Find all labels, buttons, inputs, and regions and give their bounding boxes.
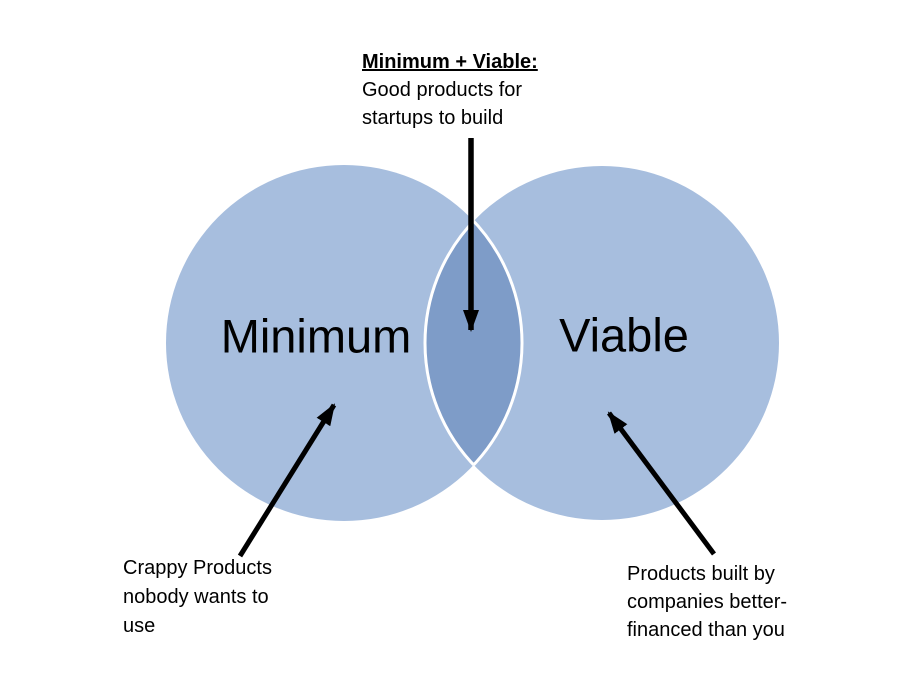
right-circle-label: Viable <box>559 308 689 362</box>
left-annotation-line: use <box>123 615 156 637</box>
top-annotation-line: Good products for <box>362 79 523 101</box>
left-annotation-line: nobody wants to <box>123 586 269 608</box>
left-circle-label: Minimum <box>220 309 412 363</box>
top-annotation: Minimum + Viable: Good products for star… <box>362 48 538 132</box>
left-annotation: Crappy Products nobody wants to use <box>123 554 272 641</box>
right-annotation-line: Products built by <box>627 563 775 585</box>
left-circle-overlap-edge <box>425 166 524 520</box>
top-annotation-line: startups to build <box>362 107 504 129</box>
right-annotation-line: companies better- <box>627 591 788 613</box>
right-annotation-line: financed than you <box>627 619 785 641</box>
right-annotation-arrow-icon <box>606 411 717 556</box>
left-annotation-line: Crappy Products <box>123 557 272 579</box>
left-circle <box>166 165 522 521</box>
right-annotation: Products built by companies better- fina… <box>627 560 787 644</box>
top-annotation-heading: Minimum + Viable: <box>362 51 538 73</box>
left-annotation-arrow-icon <box>237 403 337 558</box>
right-circle <box>425 166 779 520</box>
